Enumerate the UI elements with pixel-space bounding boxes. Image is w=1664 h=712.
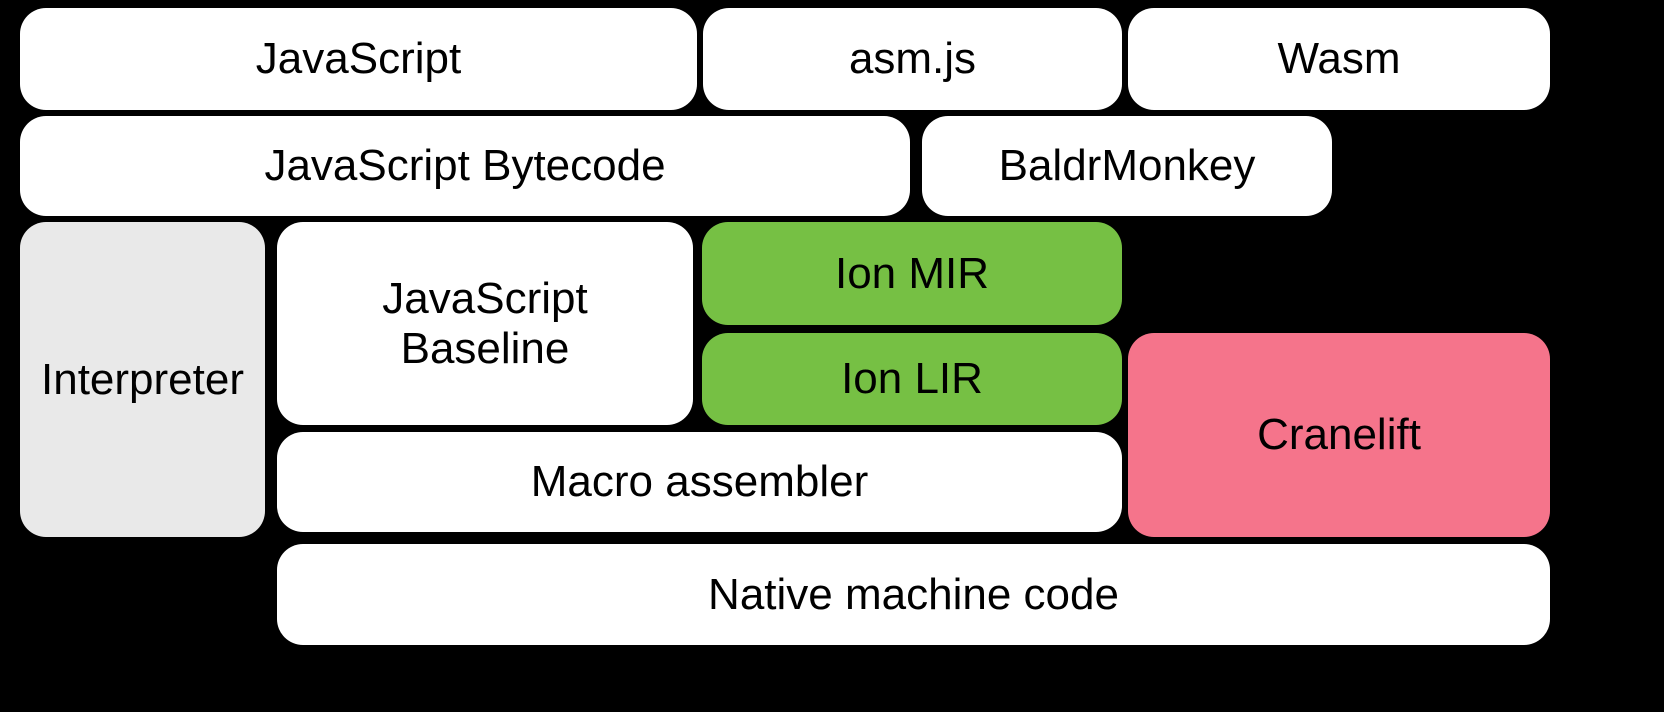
node-cranelift: Cranelift (1128, 333, 1550, 537)
node-ion-lir: Ion LIR (702, 333, 1122, 425)
node-interpreter: Interpreter (20, 222, 265, 537)
node-wasm: Wasm (1128, 8, 1550, 110)
node-native-machine-code: Native machine code (277, 544, 1550, 645)
node-javascript-bytecode: JavaScript Bytecode (20, 116, 910, 216)
node-ion-mir: Ion MIR (702, 222, 1122, 325)
node-javascript-baseline: JavaScript Baseline (277, 222, 693, 425)
node-javascript: JavaScript (20, 8, 697, 110)
node-macro-assembler: Macro assembler (277, 432, 1122, 532)
node-asm-js: asm.js (703, 8, 1122, 110)
node-baldrmonkey: BaldrMonkey (922, 116, 1332, 216)
